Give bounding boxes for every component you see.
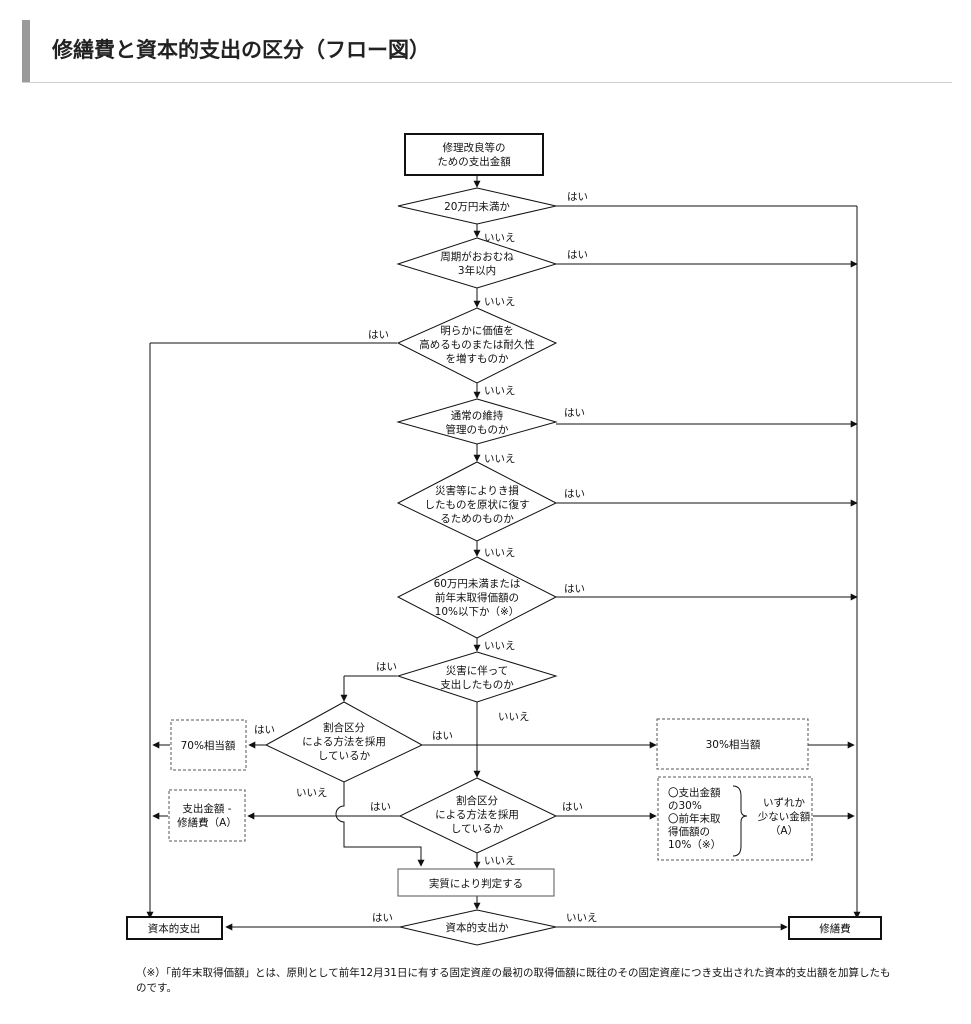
footnote: （※）「前年末取得価額」とは、原則として前年12月31日に有する固定資産の最初の… bbox=[136, 967, 891, 994]
decision-increase-value bbox=[396, 307, 558, 384]
edge-label-yes: はい bbox=[564, 407, 585, 419]
edge-label-no: いいえ bbox=[484, 640, 516, 652]
node-label-q7: 災害に伴って支出したものか bbox=[440, 664, 514, 691]
connectors bbox=[146, 175, 861, 931]
node-label-q5: 災害等によりき損したものを原状に復するためのものか bbox=[425, 484, 530, 525]
result-repair-cost bbox=[788, 916, 882, 940]
shapes bbox=[126, 133, 882, 946]
edge-label-yes: はい bbox=[432, 730, 453, 742]
header-accent-bar bbox=[22, 20, 30, 82]
node-label-b70: 70%相当額 bbox=[181, 739, 236, 752]
node-label-start: 修理改良等のための支出金額 bbox=[437, 141, 511, 168]
edge-label-yes: はい bbox=[376, 661, 397, 673]
node-label-qFinal: 資本的支出か bbox=[446, 921, 509, 934]
decision-under-600k bbox=[396, 556, 558, 639]
box-70-percent bbox=[170, 719, 247, 771]
edge-label-no: いいえ bbox=[296, 787, 328, 799]
edge-label-no: いいえ bbox=[484, 547, 516, 559]
decision-capital-expenditure bbox=[399, 909, 557, 946]
page-header: 修繕費と資本的支出の区分（フロー図） bbox=[22, 20, 952, 83]
box-lesser-amount bbox=[657, 776, 813, 861]
decision-cycle-3yrs bbox=[396, 237, 558, 289]
node-label-q3: 明らかに価値を高めるものまたは耐久性を増すものか bbox=[419, 324, 535, 365]
node-label-q9: 割合区分による方法を採用しているか bbox=[435, 794, 519, 835]
node-label-jitsu: 実質により判定する bbox=[429, 877, 523, 890]
decision-disaster-related bbox=[396, 651, 558, 703]
edge-label-no: いいえ bbox=[484, 296, 516, 308]
node-label-q4: 通常の維持管理のものか bbox=[446, 409, 509, 436]
edge-label-no: いいえ bbox=[484, 855, 516, 867]
edge-labels: はいいいえはいいいえはいいいえはいいいえはいいいえはいいいえはいいいえはいはいい… bbox=[254, 191, 598, 924]
node-label-bA: 支出金額 -修繕費（A） bbox=[177, 802, 237, 829]
choice-braces bbox=[732, 785, 748, 857]
decision-disaster-restore bbox=[396, 461, 558, 542]
edge-label-yes: はい bbox=[368, 329, 389, 341]
edge-label-no: いいえ bbox=[566, 912, 598, 924]
box-amount-minus-repair bbox=[168, 789, 246, 842]
result-capital-expenditure bbox=[126, 916, 223, 940]
edge-label-yes: はい bbox=[254, 724, 275, 736]
decision-ratio-method-2 bbox=[398, 777, 558, 854]
start-node bbox=[404, 133, 544, 176]
edge-label-no: いいえ bbox=[498, 711, 530, 723]
box-judge-substance bbox=[397, 868, 555, 897]
node-label-q1: 20万円未満か bbox=[444, 201, 510, 213]
edge-label-no: いいえ bbox=[484, 232, 516, 244]
edge-label-no: いいえ bbox=[484, 453, 516, 465]
edge-label-yes: はい bbox=[567, 191, 588, 203]
edge-label-yes: はい bbox=[372, 912, 393, 924]
edge-label-yes: はい bbox=[564, 583, 585, 595]
node-label-bChoiceR: いずれか少ない金額（A） bbox=[758, 797, 811, 837]
decision-maintenance bbox=[396, 398, 558, 445]
node-label-capital: 資本的支出 bbox=[148, 922, 201, 935]
page-title: 修繕費と資本的支出の区分（フロー図） bbox=[52, 38, 430, 62]
edge-label-yes: はい bbox=[562, 801, 583, 813]
decision-ratio-method-1 bbox=[264, 701, 424, 783]
box-30-percent bbox=[656, 718, 809, 770]
node-label-q8: 割合区分による方法を採用しているか bbox=[302, 721, 386, 762]
edge-label-no: いいえ bbox=[484, 385, 516, 397]
decision-under-200k bbox=[397, 187, 557, 225]
edge-label-yes: はい bbox=[567, 249, 588, 261]
node-label-b30: 30%相当額 bbox=[706, 738, 761, 751]
edge-label-yes: はい bbox=[370, 801, 391, 813]
node-label-repair: 修繕費 bbox=[819, 922, 851, 935]
edge-label-yes: はい bbox=[564, 488, 585, 500]
